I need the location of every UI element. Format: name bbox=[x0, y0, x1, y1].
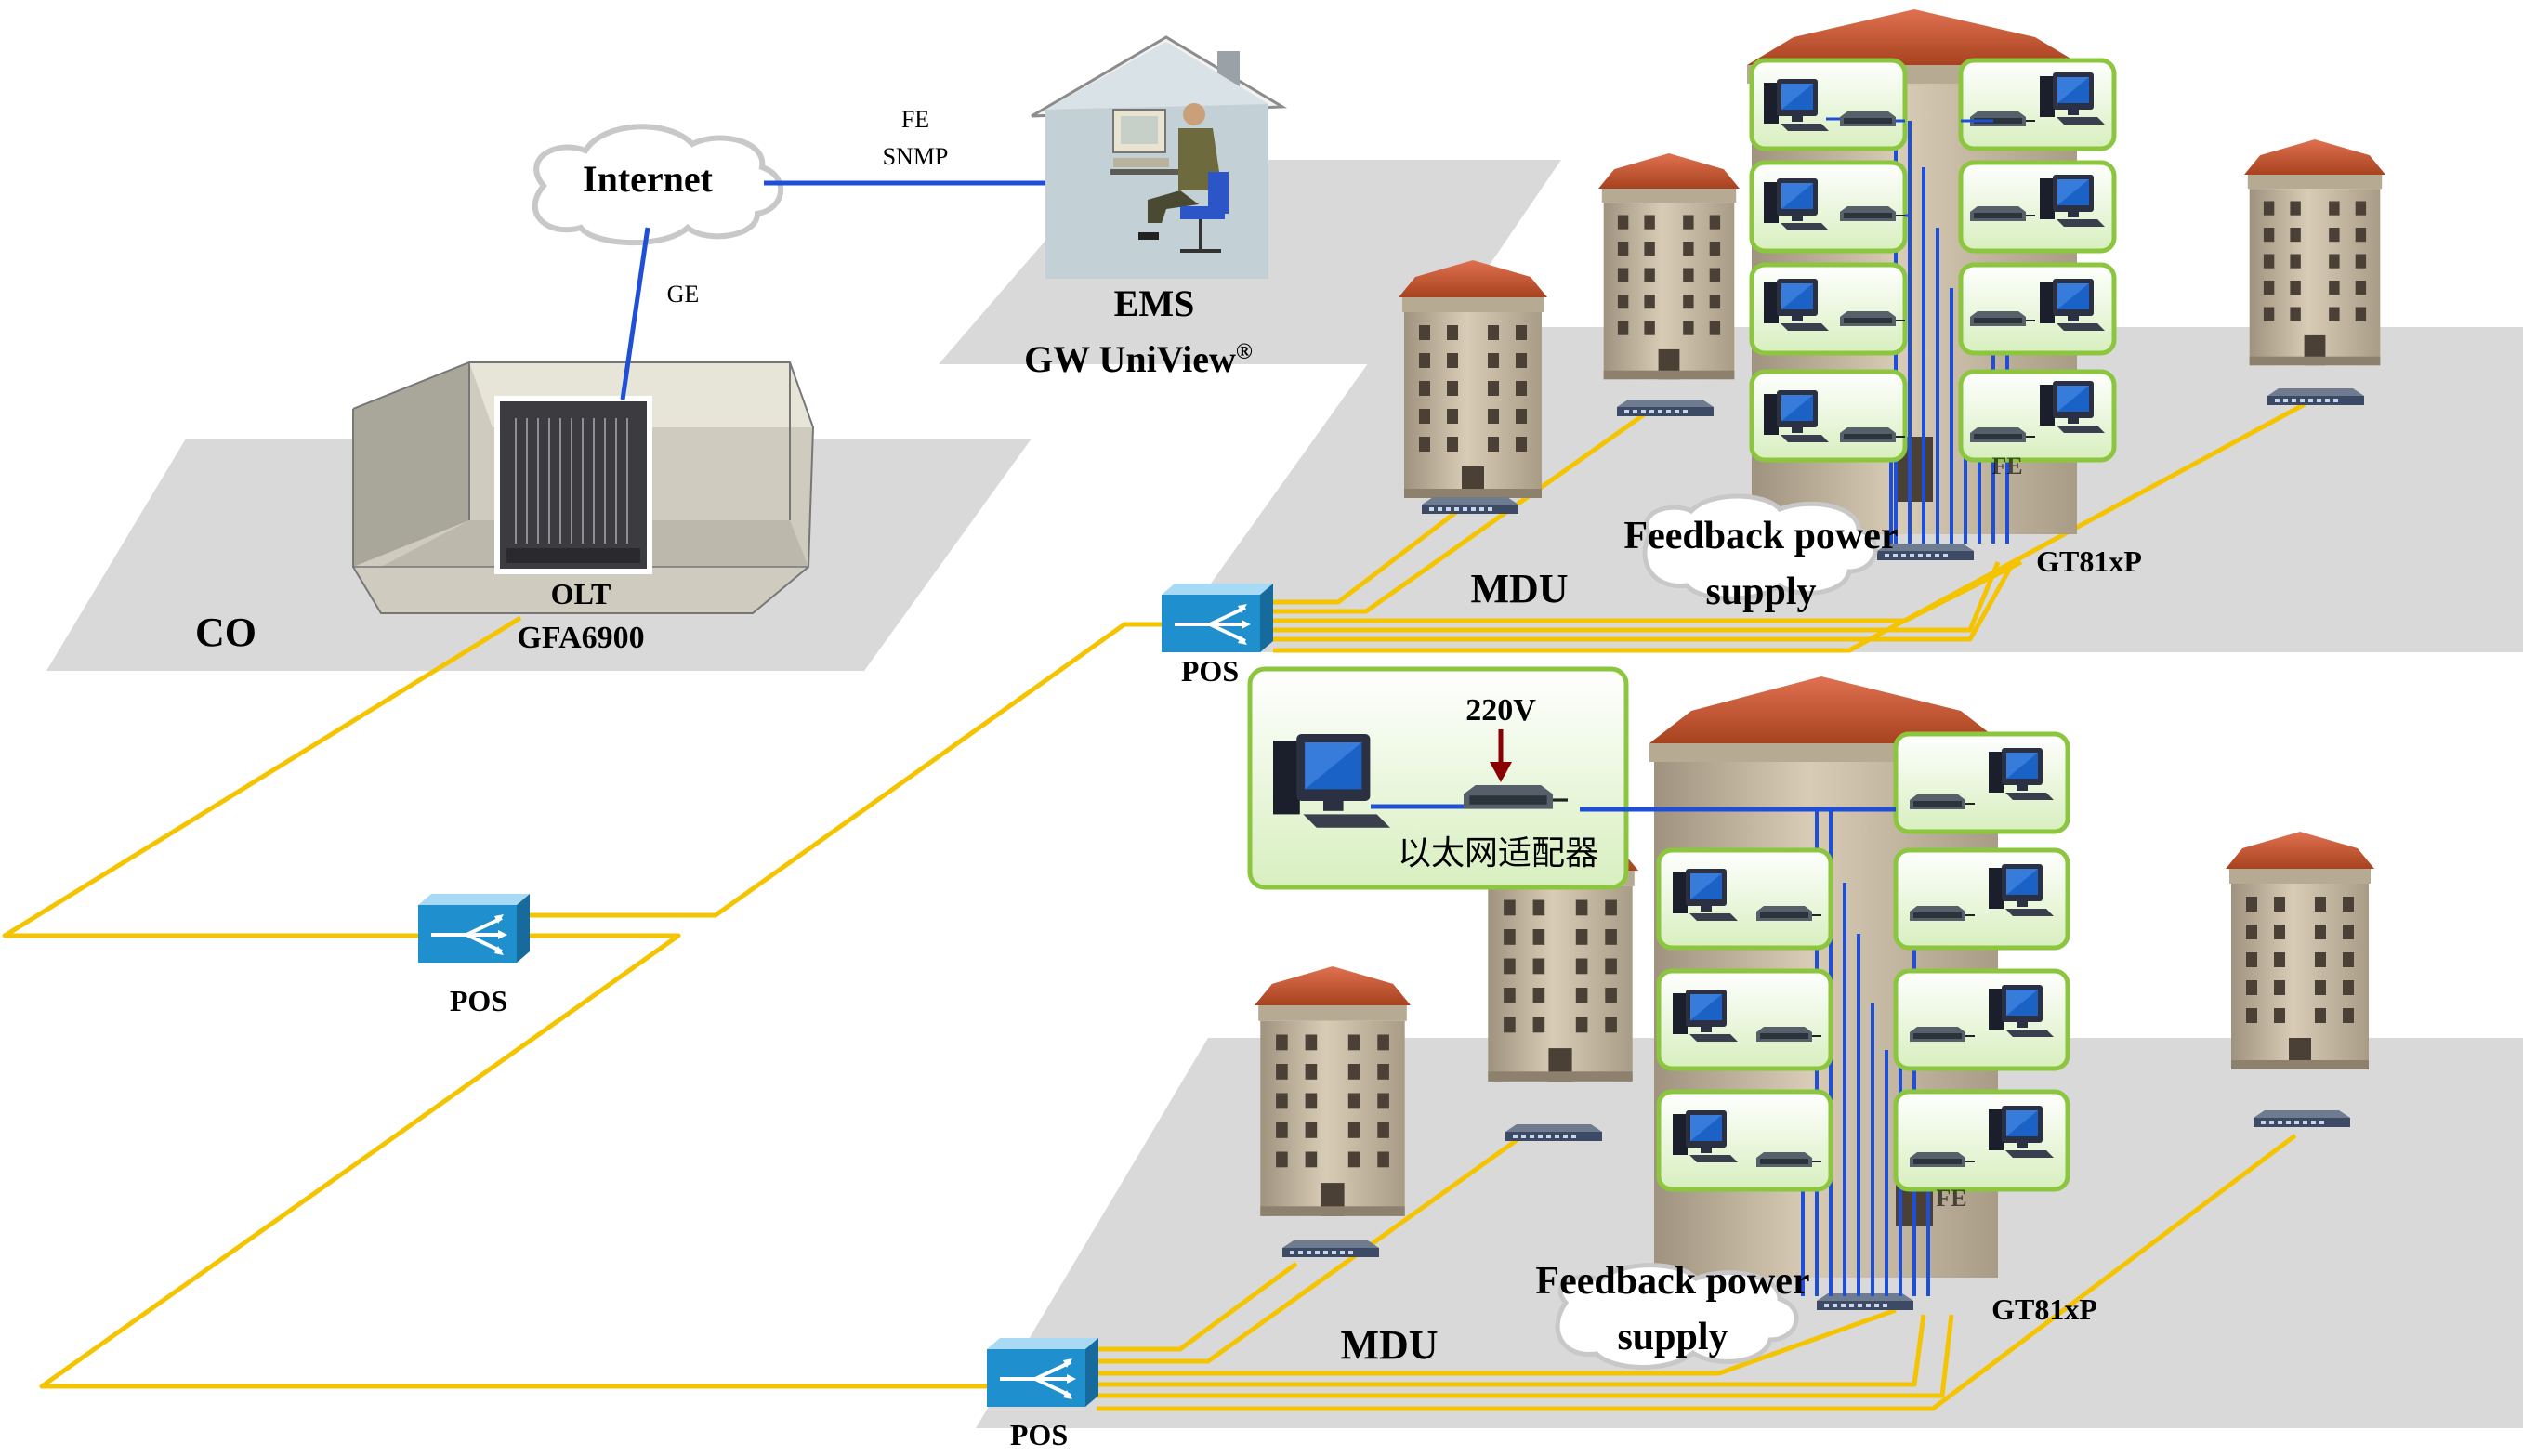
onu-box bbox=[1958, 160, 2117, 254]
olt-model-label: GFA6900 bbox=[517, 621, 644, 655]
fiber-links bbox=[2, 401, 2306, 1411]
switch bbox=[2267, 388, 2364, 405]
pos-splitter-lower bbox=[985, 1336, 1100, 1409]
feedback-power-label-lower: Feedback power bbox=[1535, 1260, 1809, 1303]
gt81xp-label-lower: GT81xP bbox=[1991, 1292, 2097, 1326]
snmp-label: SNMP bbox=[883, 143, 949, 170]
olt-label: OLT bbox=[551, 577, 611, 610]
registered-mark: ® bbox=[1236, 340, 1253, 364]
voltage-label: 220V bbox=[1465, 693, 1536, 728]
mdu-building bbox=[2226, 832, 2374, 1069]
switch bbox=[1282, 1240, 1379, 1257]
detail-callout-box bbox=[1247, 666, 1896, 890]
pos-splitter-upper bbox=[1160, 582, 1275, 654]
onu-box bbox=[1749, 262, 1908, 356]
onu-box bbox=[1656, 1089, 1833, 1192]
internet-label: Internet bbox=[583, 158, 714, 200]
gw-uniview-label: GW UniView® bbox=[1024, 338, 1253, 380]
ethernet-adapter-label: 以太网适配器 bbox=[1398, 834, 1598, 872]
supply-label-upper: supply bbox=[1705, 571, 1816, 613]
switch bbox=[1617, 400, 1714, 416]
switch bbox=[2254, 1110, 2350, 1127]
feedback-cloud bbox=[1642, 493, 1878, 601]
gt81xp-label-upper: GT81xP bbox=[2036, 544, 2142, 578]
ge-link bbox=[620, 227, 650, 400]
onu-box bbox=[1958, 58, 2117, 151]
fe-label: FE bbox=[901, 106, 929, 133]
pos-label-lower: POS bbox=[1010, 1418, 1068, 1451]
supply-label-lower: supply bbox=[1617, 1316, 1728, 1358]
switch bbox=[1505, 1124, 1602, 1141]
pos-label-middle: POS bbox=[450, 984, 507, 1017]
fe-partial-label-lower: FE bbox=[1936, 1185, 1966, 1212]
onu-box bbox=[1749, 58, 1908, 151]
onu-box bbox=[1749, 369, 1908, 463]
pos-splitter-middle bbox=[416, 892, 532, 964]
onu-box bbox=[1893, 968, 2070, 1071]
mdu-label-upper: MDU bbox=[1470, 566, 1568, 611]
mdu-label-lower: MDU bbox=[1340, 1322, 1438, 1368]
olt-chassis bbox=[494, 396, 652, 574]
ems-label: EMS bbox=[1114, 282, 1195, 324]
onu-box bbox=[1749, 160, 1910, 254]
onu-box bbox=[1893, 731, 2070, 834]
switch bbox=[1422, 497, 1518, 514]
pos-label-upper: POS bbox=[1181, 654, 1239, 688]
co-label: CO bbox=[195, 610, 256, 655]
internet-cloud bbox=[532, 124, 783, 246]
onu-box bbox=[1893, 847, 2070, 951]
onu-box bbox=[1958, 369, 2117, 463]
fe-partial-label-upper: FE bbox=[1991, 453, 2022, 479]
feedback-cloud bbox=[1555, 1263, 1799, 1370]
onu-box-grid bbox=[1656, 731, 2070, 1192]
onu-box-grid bbox=[1749, 58, 2117, 463]
mdu-building bbox=[1399, 260, 1547, 498]
onu-box bbox=[1958, 262, 2117, 356]
ge-label: GE bbox=[667, 281, 700, 308]
mdu-building bbox=[1598, 153, 1740, 380]
mdu-building bbox=[1255, 966, 1411, 1216]
onu-box bbox=[1893, 1089, 2070, 1192]
mdu-building bbox=[2244, 139, 2386, 366]
onu-box bbox=[1656, 968, 1833, 1071]
feedback-power-label-upper: Feedback power bbox=[1623, 515, 1898, 557]
onu-box bbox=[1656, 847, 1833, 951]
ems-house bbox=[1031, 35, 1288, 279]
